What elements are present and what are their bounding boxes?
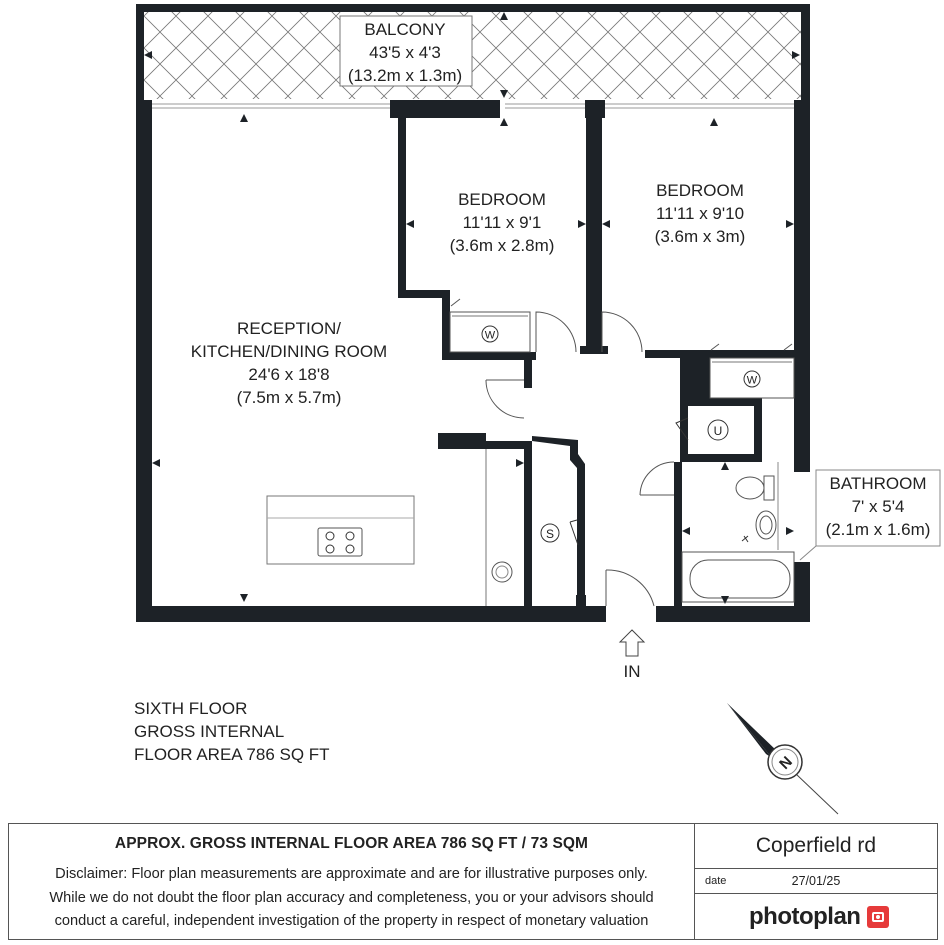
bathroom-name: BATHROOM [830,474,927,493]
balcony-dims-metric: (13.2m x 1.3m) [348,66,462,85]
footer-disclaimer-section: APPROX. GROSS INTERNAL FLOOR AREA 786 SQ… [9,824,695,939]
label-bedroom-1: BEDROOM 11'11 x 9'1 (3.6m x 2.8m) [450,190,555,255]
bathroom-dims-metric: (2.1m x 1.6m) [826,520,931,539]
label-bathroom: BATHROOM 7' x 5'4 (2.1m x 1.6m) [799,469,941,561]
disclaimer-line-3: conduct a careful, independent investiga… [54,913,649,929]
bedroom1-name: BEDROOM [458,190,546,209]
wardrobe-symbol-1: W [485,330,496,342]
balcony-glazing [143,103,800,109]
storage-symbol: S [546,527,554,541]
footer-disclaimer: Disclaimer: Floor plan measurements are … [9,863,694,934]
property-address: Coperfield rd [695,824,937,869]
footer-panel: APPROX. GROSS INTERNAL FLOOR AREA 786 SQ… [8,823,938,940]
door-swings [450,298,793,607]
footer-headline: APPROX. GROSS INTERNAL FLOOR AREA 786 SQ… [114,835,589,852]
balcony-name: BALCONY [364,20,445,39]
wardrobe-bedroom1: W [449,311,531,353]
walls [136,100,810,622]
brand-logo-text: photoplan [749,903,861,930]
date-label: date [705,875,727,887]
camera-icon [867,906,889,928]
entrance-marker: IN [618,629,646,681]
bedroom2-name: BEDROOM [656,181,744,200]
dimension-arrows [144,12,800,604]
floor-plan: W W U S [136,4,941,815]
compass-icon: N [727,703,839,815]
bedroom2-dims-metric: (3.6m x 3m) [655,227,746,246]
utility-cupboard: U [675,417,729,441]
bathroom-dims-imperial: 7' x 5'4 [852,497,905,516]
balcony-area [136,4,810,100]
label-bedroom-2: BEDROOM 11'11 x 9'10 (3.6m x 3m) [655,181,746,246]
kitchen-worktop [485,449,513,606]
floor-info-line3: FLOOR AREA 786 SQ FT [134,745,330,764]
bathroom-fixtures [681,462,795,603]
floor-info: SIXTH FLOOR GROSS INTERNAL FLOOR AREA 78… [134,697,330,766]
bedroom1-dims-imperial: 11'11 x 9'1 [463,213,542,232]
floor-info-line2: GROSS INTERNAL [134,722,285,741]
balcony-dims-imperial: 43'5 x 4'3 [369,43,441,62]
utility-symbol: U [714,424,723,438]
storage-cupboard: S [540,519,579,546]
reception-dims-imperial: 24'6 x 18'8 [248,365,329,384]
label-reception: RECEPTION/ KITCHEN/DINING ROOM 24'6 x 18… [191,319,387,407]
date-row: date 27/01/25 [695,868,937,894]
reception-name-line2: KITCHEN/DINING ROOM [191,342,387,361]
wardrobe-bedroom2: W [709,357,795,399]
entrance-label: IN [624,662,641,681]
footer-meta-section: Coperfield rd date 27/01/25 photoplan [695,824,937,939]
bedroom1-dims-metric: (3.6m x 2.8m) [450,236,555,255]
disclaimer-line-2: While we do not doubt the floor plan acc… [49,889,654,906]
label-balcony: BALCONY 43'5 x 4'3 (13.2m x 1.3m) [348,20,462,85]
reception-dims-metric: (7.5m x 5.7m) [237,388,342,407]
disclaimer-line-1: Disclaimer: Floor plan measurements are … [55,866,648,882]
date-value: 27/01/25 [791,874,841,888]
wardrobe-symbol-2: W [747,375,758,387]
kitchen-island [266,495,415,565]
floor-info-line1: SIXTH FLOOR [134,699,248,718]
reception-name-line1: RECEPTION/ [237,319,341,338]
bedroom2-dims-imperial: 11'11 x 9'10 [656,204,744,223]
